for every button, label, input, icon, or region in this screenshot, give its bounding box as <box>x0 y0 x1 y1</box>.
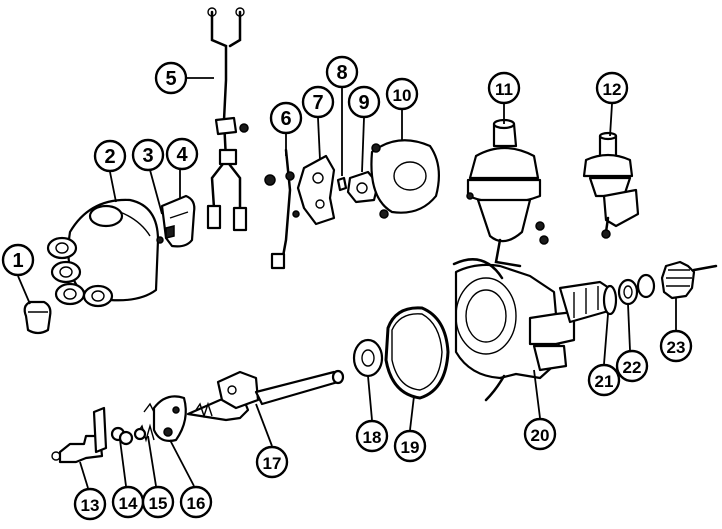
callout-9-label: 9 <box>358 92 369 114</box>
callout-4: 4 <box>165 137 199 171</box>
callout-10-label: 10 <box>393 86 412 105</box>
callout-18-label: 18 <box>363 428 382 447</box>
callout-16: 16 <box>179 485 213 519</box>
callout-6-label: 6 <box>280 108 291 130</box>
callout-13: 13 <box>73 487 107 521</box>
part-20-housing <box>452 258 614 402</box>
callout-7: 7 <box>301 85 335 119</box>
callout-3-label: 3 <box>142 145 153 167</box>
callout-21-label: 21 <box>595 372 614 391</box>
callout-21: 21 <box>587 363 621 397</box>
callout-20: 20 <box>523 417 557 451</box>
callout-17-label: 17 <box>263 454 282 473</box>
callout-20-label: 20 <box>531 426 550 445</box>
callout-13-label: 13 <box>81 496 100 515</box>
callout-23-label: 23 <box>667 338 686 357</box>
callout-12-label: 12 <box>603 80 622 99</box>
callout-14-label: 14 <box>119 494 138 513</box>
part-21-washer <box>602 284 618 316</box>
part-13-terminal <box>51 406 108 464</box>
callout-14: 14 <box>111 485 145 519</box>
callout-11: 11 <box>487 71 521 105</box>
callout-8-label: 8 <box>336 62 347 84</box>
part-9-signal-rotor <box>346 170 380 204</box>
callout-17: 17 <box>255 445 289 479</box>
callout-22: 22 <box>615 349 649 383</box>
part-11-vacuum-advance <box>466 118 549 268</box>
callout-23: 23 <box>659 329 693 363</box>
callout-5-label: 5 <box>165 68 176 90</box>
part-2-distributor-cap <box>46 198 164 308</box>
part-12-vacuum-advance-secondary <box>582 131 640 239</box>
part-5-wiring-harness <box>206 7 249 232</box>
callout-9: 9 <box>347 85 381 119</box>
part-14-washers <box>110 426 134 446</box>
callout-2-label: 2 <box>104 146 115 168</box>
callout-22-label: 22 <box>623 358 642 377</box>
part-22-thrust-ring <box>617 273 656 306</box>
callout-6: 6 <box>269 101 303 135</box>
part-18-seal <box>352 338 384 378</box>
part-23-drive-gear <box>660 260 718 300</box>
callout-16-label: 16 <box>187 494 206 513</box>
part-8-clip <box>336 176 348 192</box>
callout-15-label: 15 <box>149 494 168 513</box>
part-19-o-ring <box>384 306 450 400</box>
leader-lines <box>17 77 677 489</box>
callout-3: 3 <box>131 138 165 172</box>
callout-10: 10 <box>385 77 419 111</box>
callout-19-label: 19 <box>401 438 420 457</box>
part-7-pickup-plate <box>296 154 336 226</box>
part-6-pickup-lead <box>264 148 300 270</box>
callout-12: 12 <box>595 71 629 105</box>
callout-19: 19 <box>393 429 427 463</box>
callout-1: 1 <box>1 243 35 277</box>
callout-7-label: 7 <box>312 92 323 114</box>
part-17-shaft <box>186 369 345 422</box>
callout-2: 2 <box>93 139 127 173</box>
part-1-boot <box>23 300 52 335</box>
callout-11-label: 11 <box>495 80 513 99</box>
part-4-rotor <box>160 194 196 248</box>
part-10-breaker-plate <box>370 139 441 219</box>
callout-4-label: 4 <box>176 144 188 166</box>
callout-15: 15 <box>141 485 175 519</box>
part-15-springs <box>133 402 161 443</box>
callout-1-label: 1 <box>12 250 23 272</box>
callout-8: 8 <box>325 55 359 89</box>
callout-18: 18 <box>355 419 389 453</box>
part-16-governor-plate <box>152 395 187 442</box>
callout-5: 5 <box>154 61 188 95</box>
